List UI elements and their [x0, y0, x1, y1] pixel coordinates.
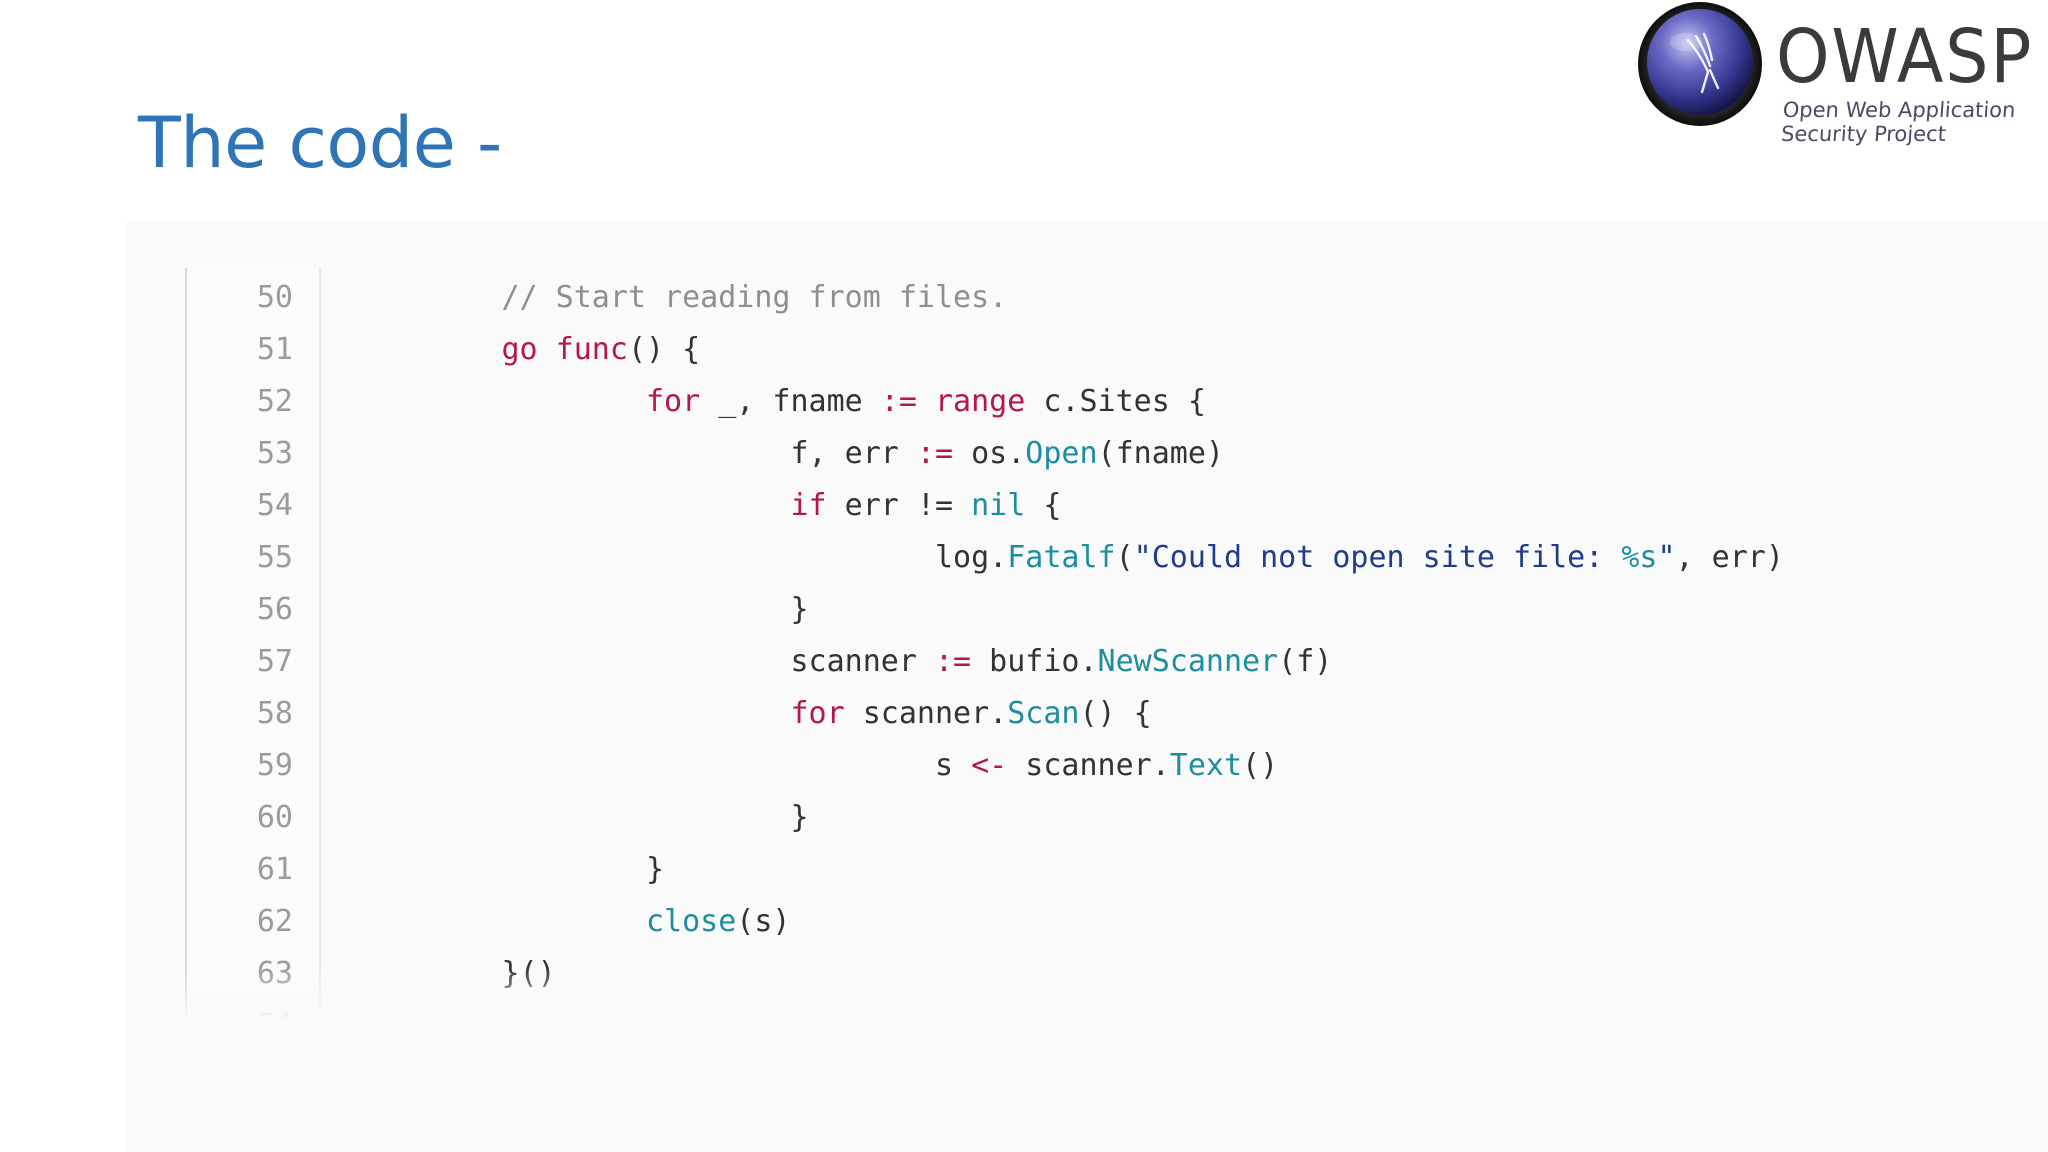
- code-token: }: [357, 800, 809, 835]
- cutoff-fade: [185, 968, 2048, 1020]
- code-token: %s: [1621, 540, 1658, 575]
- code-token: :=: [916, 436, 954, 471]
- code-token: [357, 332, 502, 367]
- code-line: scanner := bufio.NewScanner(f): [357, 636, 1332, 688]
- line-number: 62: [256, 904, 293, 939]
- code-token: err !=: [826, 488, 972, 523]
- code-line: }: [357, 792, 809, 844]
- code-screenshot: 505152535455565758596061626364 // Start …: [185, 268, 2048, 1020]
- code-line: f, err := os.Open(fname): [357, 428, 1224, 480]
- line-number: 55: [256, 540, 293, 575]
- code-token: if: [790, 488, 827, 523]
- line-number-gutter: 505152535455565758596061626364: [185, 268, 321, 1020]
- code-token: func: [555, 332, 628, 367]
- code-token: Open: [1025, 436, 1098, 471]
- line-number: 50: [256, 280, 293, 315]
- slide-title: The code -: [138, 102, 502, 184]
- code-token: {: [1025, 488, 1062, 523]
- owasp-globe-icon: [1638, 2, 1762, 126]
- code-token: () {: [1079, 696, 1152, 731]
- code-token: for: [645, 384, 701, 419]
- code-line: log.Fatalf("Could not open site file: %s…: [357, 532, 1784, 584]
- code-token: Text: [1169, 748, 1243, 783]
- line-number: 56: [256, 592, 293, 627]
- code-token: <-: [971, 748, 1008, 783]
- code-token: , err): [1675, 540, 1784, 575]
- line-number: 54: [256, 488, 293, 523]
- code-token: () {: [627, 332, 701, 367]
- code-line: }: [357, 584, 809, 636]
- code-line: if err != nil {: [357, 480, 1061, 532]
- code-line: close(s): [357, 896, 791, 948]
- code-token: f, err: [357, 436, 917, 471]
- code-token: [357, 696, 790, 731]
- code-token: Fatalf: [1007, 540, 1116, 575]
- code-token: scanner.: [1007, 748, 1170, 783]
- code-token: (): [1242, 748, 1279, 783]
- logo-subtitle-line: Security Project: [1780, 122, 1947, 146]
- code-token: [357, 488, 790, 523]
- code-line: go func() {: [357, 324, 701, 376]
- code-line: for _, fname := range c.Sites {: [357, 376, 1206, 428]
- code-token: nil: [971, 488, 1026, 523]
- logo-wordmark: OWASP: [1776, 14, 2034, 100]
- code-token: NewScanner: [1097, 644, 1279, 679]
- line-number: 53: [256, 436, 293, 471]
- code-token: }: [357, 852, 665, 887]
- code-token: ": [1657, 540, 1676, 575]
- code-line: }: [357, 844, 664, 896]
- code-token: bufio.: [971, 644, 1098, 679]
- logo-subtitle: Open Web Application Security Project: [1780, 98, 2016, 146]
- line-number: 51: [256, 332, 293, 367]
- logo-subtitle-line: Open Web Application: [1782, 98, 2017, 122]
- code-token: // Start reading from files.: [501, 280, 1008, 315]
- code-line: for scanner.Scan() {: [357, 688, 1152, 740]
- code-token: [538, 332, 556, 367]
- code-token: }: [357, 592, 809, 627]
- code-token: :=: [934, 644, 972, 679]
- code-token: [357, 384, 646, 419]
- code-token: "Could not open site file:: [1133, 540, 1622, 575]
- code-token: scanner.: [844, 696, 1008, 731]
- line-number: 52: [256, 384, 293, 419]
- code-token: scanner: [357, 644, 935, 679]
- code-token: c.Sites {: [1025, 384, 1206, 419]
- code-token: for: [790, 696, 845, 731]
- line-number: 59: [256, 748, 293, 783]
- code-token: (s): [736, 904, 791, 939]
- line-number: 61: [256, 852, 293, 887]
- code-token: close: [645, 904, 737, 939]
- line-number: 57: [256, 644, 293, 679]
- owasp-logo: OWASP Open Web Application Security Proj…: [1636, 0, 2048, 150]
- code-line: // Start reading from files.: [357, 272, 1008, 324]
- code-token: log.: [357, 540, 1008, 575]
- code-token: go: [501, 332, 538, 367]
- code-token: (f): [1278, 644, 1333, 679]
- code-token: _, fname: [700, 384, 881, 419]
- code-token: (: [1115, 540, 1134, 575]
- code-line: s <- scanner.Text(): [357, 740, 1278, 792]
- code-token: s: [357, 748, 972, 783]
- code-token: [917, 384, 935, 419]
- line-number: 60: [256, 800, 293, 835]
- line-number: 58: [256, 696, 293, 731]
- code-token: Scan: [1007, 696, 1080, 731]
- code-token: :=: [880, 384, 917, 419]
- code-token: [357, 280, 502, 315]
- code-token: [357, 904, 646, 939]
- code-token: range: [934, 384, 1026, 419]
- code-token: (fname): [1097, 436, 1224, 471]
- code-token: os.: [953, 436, 1026, 471]
